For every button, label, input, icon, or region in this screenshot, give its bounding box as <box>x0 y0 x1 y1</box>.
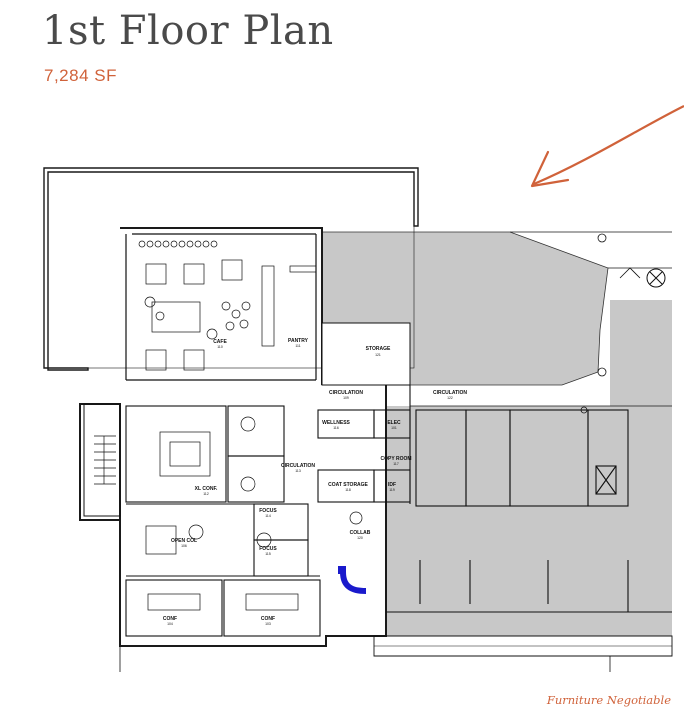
room-number-wellness: 116 <box>333 426 339 430</box>
room-label-conf-b: CONF <box>261 616 275 622</box>
east-rooms <box>386 409 672 613</box>
storage-room <box>321 322 411 386</box>
room-label-xl-conf: XL CONF. <box>195 486 218 492</box>
patio-inner <box>47 171 415 369</box>
room-number-elec: 101 <box>391 426 397 430</box>
page-title: 1st Floor Plan <box>42 8 334 54</box>
furniture-note: Furniture Negotiable <box>546 693 671 707</box>
room-label-focus-a: FOCUS <box>259 508 277 514</box>
room-number-focus-a: 114 <box>265 514 271 518</box>
room-number-storage: 121 <box>375 353 381 357</box>
room-label-open-col: OPEN COL <box>171 538 197 544</box>
shaded-area-far-east <box>610 300 672 406</box>
room-number-cafe: 110 <box>217 345 223 349</box>
orange-arrow <box>530 105 684 188</box>
cafe-furniture <box>138 240 317 371</box>
highlighted-fixture <box>340 572 366 594</box>
room-label-coat-storage: COAT STORAGE <box>328 482 368 488</box>
room-label-circulation-c: CIRCULATION <box>281 463 315 469</box>
square-footage: 7,284 SF <box>44 66 117 85</box>
room-label-idf: IDF <box>388 482 396 488</box>
room-label-wellness: WELLNESS <box>322 420 350 426</box>
room-label-circulation-b: CIRCULATION <box>433 390 467 396</box>
room-label-conf-a: CONF <box>163 616 177 622</box>
stair-core <box>83 403 121 517</box>
room-number-focus-b: 115 <box>265 552 271 556</box>
room-number-collab: 120 <box>357 536 363 540</box>
room-number-conf-a: 104 <box>167 622 173 626</box>
south-wall <box>373 635 673 657</box>
room-label-pantry: PANTRY <box>288 338 309 344</box>
room-number-conf-b: 103 <box>265 622 271 626</box>
room-number-circulation-a: 109 <box>343 396 349 400</box>
room-number-coat-storage: 118 <box>345 488 351 492</box>
room-number-circulation-b: 122 <box>447 396 453 400</box>
room-label-cafe: CAFE <box>213 339 227 345</box>
conference-furniture <box>145 416 363 611</box>
room-number-pantry: 111 <box>295 344 300 348</box>
cafe-wall <box>125 233 317 381</box>
room-label-elec: ELEC <box>387 420 401 426</box>
room-number-copy-room: 117 <box>393 462 399 466</box>
room-label-copy-room: COPY ROOM <box>380 456 411 462</box>
room-number-circulation-c: 113 <box>295 469 301 473</box>
room-label-focus-b: FOCUS <box>259 546 277 552</box>
room-label-collab: COLLAB <box>350 530 371 536</box>
shaded-area-east <box>386 406 672 636</box>
room-number-xl-conf: 112 <box>203 492 209 496</box>
room-label-circulation-a: CIRCULATION <box>329 390 363 396</box>
interior-walls <box>125 385 411 637</box>
room-labels: CAFE 110 PANTRY 111 STORAGE 121 CIRCULAT… <box>163 338 468 626</box>
room-number-idf: 119 <box>389 488 395 492</box>
room-number-open-col: 106 <box>181 544 187 548</box>
room-label-storage: STORAGE <box>366 346 391 352</box>
